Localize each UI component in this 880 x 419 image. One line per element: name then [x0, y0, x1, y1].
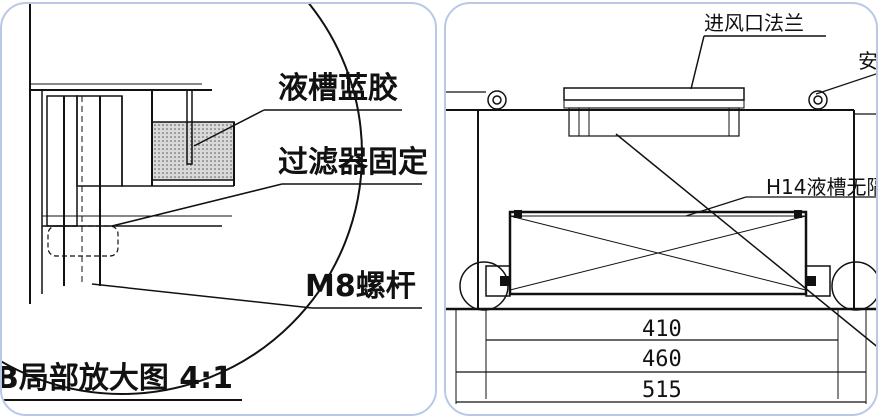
inlet-flange	[563, 87, 745, 101]
filter-fix-label: 过滤器固定	[278, 145, 428, 180]
detail-view-panel: 液槽蓝胶 过滤器固定 M8螺杆 B局部放大图 4:1	[0, 2, 437, 416]
detail-drawing: 液槽蓝胶 过滤器固定 M8螺杆 B局部放大图 4:1	[2, 4, 428, 401]
elevation-drawing: 进风口法兰 安 H14液槽无隔	[446, 11, 878, 404]
elevation-view-panel: 进风口法兰 安 H14液槽无隔	[444, 2, 878, 416]
partial-label: 安	[858, 49, 878, 73]
lifting-eye-left	[487, 90, 507, 110]
dim-410: 410	[642, 317, 682, 342]
detail-caption: B局部放大图 4:1	[2, 361, 233, 396]
hepa-filter	[508, 210, 808, 296]
rod-label: M8螺杆	[305, 269, 416, 304]
nut	[47, 225, 119, 257]
dim-460: 460	[642, 347, 682, 372]
h14-label: H14液槽无隔	[766, 175, 878, 199]
dim-515: 515	[642, 378, 682, 403]
inlet-flange-label: 进风口法兰	[704, 11, 804, 35]
glue-label: 液槽蓝胶	[278, 71, 398, 106]
detail-circle	[2, 4, 363, 395]
